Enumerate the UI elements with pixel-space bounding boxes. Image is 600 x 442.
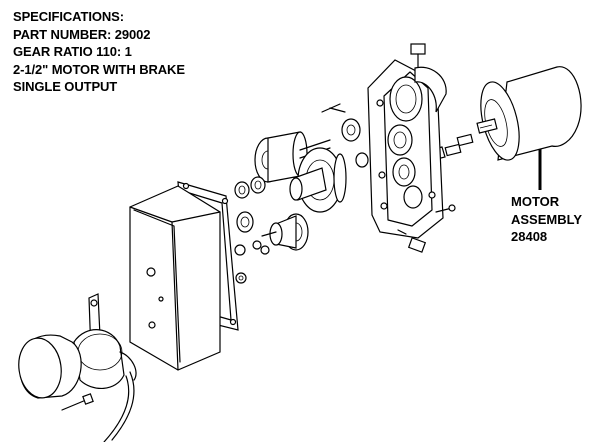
gearbox-cover — [129, 185, 221, 371]
spec-part-number: PART NUMBER: 29002 — [13, 26, 151, 42]
gear-shaft-middle — [289, 147, 347, 213]
spec-gear-ratio: GEAR RATIO 110: 1 — [13, 44, 132, 60]
gear-housing-plate — [367, 43, 456, 253]
spec-output: SINGLE OUTPUT — [13, 79, 118, 95]
callout-line-3: 28408 — [511, 229, 548, 245]
motor-assembly-callout: MOTOR ASSEMBLY 28408 — [511, 193, 582, 246]
motor-assembly — [476, 66, 582, 161]
spec-heading: SPECIFICATIONS: — [13, 9, 124, 24]
washers-spacers — [234, 176, 270, 284]
spec-motor: 2-1/2" MOTOR WITH BRAKE — [13, 61, 185, 77]
brake-cover-cap — [18, 334, 82, 399]
brake-housing — [73, 329, 137, 389]
callout-line-2: ASSEMBLY — [511, 211, 583, 227]
brake-wire-leads — [103, 371, 135, 442]
specifications-block: SPECIFICATIONS: PART NUMBER: 29002 GEAR … — [13, 8, 185, 96]
callout-line-1: MOTOR — [511, 194, 560, 209]
brake-screw — [61, 393, 94, 411]
housing-pins — [321, 103, 369, 168]
gear-shaft-lower — [261, 213, 309, 251]
